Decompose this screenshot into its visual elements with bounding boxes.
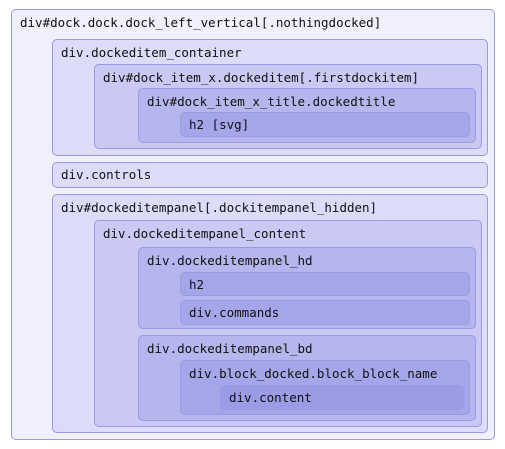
commands-label: div.commands: [189, 305, 280, 320]
dockeditem-container-label: div.dockeditem_container: [61, 45, 242, 60]
content-box: div.content: [220, 385, 464, 410]
content-label: div.content: [229, 390, 312, 405]
dock-label: div#dock.dock.dock_left_vertical[.nothin…: [20, 15, 382, 30]
commands-box: div.commands: [180, 300, 470, 325]
controls-label: div.controls: [61, 167, 152, 182]
dockeditempanel-label: div#dockeditempanel[.dockitempanel_hidde…: [61, 200, 378, 215]
dock-item-x-title-label: div#dock_item_x_title.dockedtitle: [147, 94, 396, 109]
dockeditempanel-hd-label: div.dockeditempanel_hd: [147, 253, 313, 268]
dock-item-x-label: div#dock_item_x.dockeditem[.firstdockite…: [103, 70, 420, 85]
h2-svg-box: h2 [svg]: [180, 112, 470, 137]
block-docked-label: div.block_docked.block_block_name: [189, 366, 438, 381]
h2-label: h2: [189, 277, 205, 292]
h2-box: h2: [180, 272, 470, 296]
dockeditempanel-content-label: div.dockeditempanel_content: [103, 226, 307, 241]
h2-svg-label: h2 [svg]: [189, 117, 250, 132]
controls-box: div.controls: [52, 162, 488, 188]
dockeditempanel-bd-label: div.dockeditempanel_bd: [147, 341, 313, 356]
